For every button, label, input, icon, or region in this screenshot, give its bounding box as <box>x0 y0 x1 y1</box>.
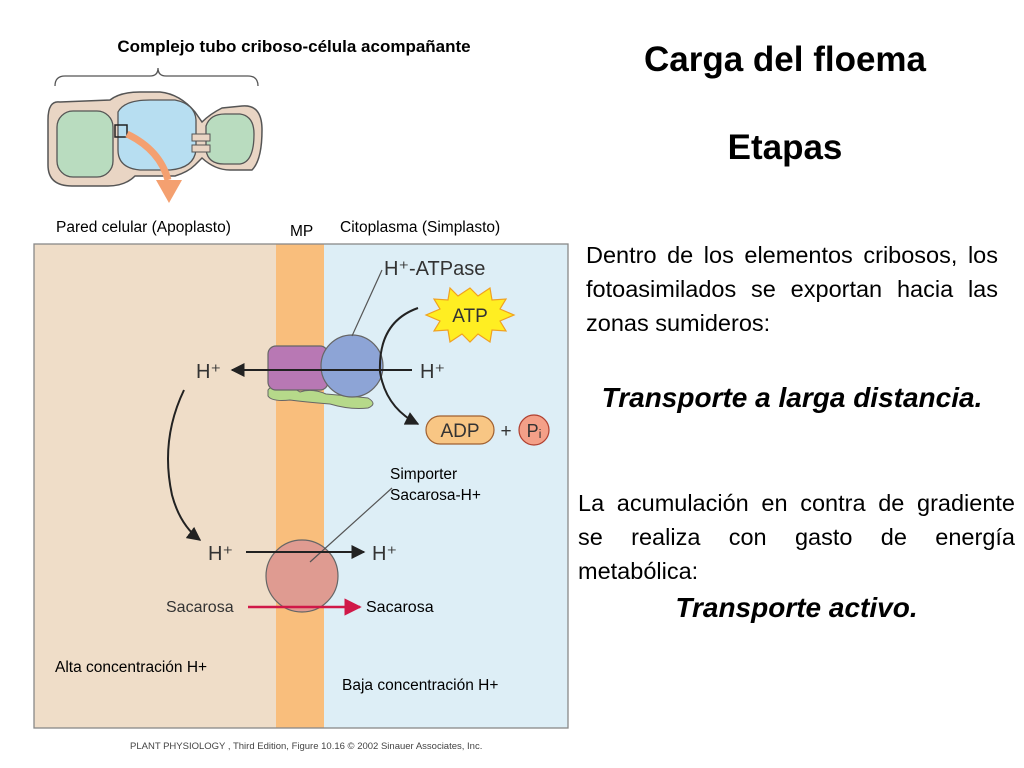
adp-pill <box>425 415 495 445</box>
label-h-inside-top: H⁺ <box>420 361 445 383</box>
label-plasma-membrane: MP <box>290 223 313 240</box>
label-sucrose-inside: Sacarosa <box>366 599 434 616</box>
label-atp: ATP <box>452 306 488 327</box>
panel-border <box>33 243 569 729</box>
complex-brace <box>54 67 259 87</box>
slide-title: Carga del floema <box>643 40 927 79</box>
label-low-concentration: Baja concentración H+ <box>342 677 498 694</box>
emphasis-active-transport: Transporte activo. <box>675 592 918 623</box>
sieve-tube-complex-icon <box>47 91 263 203</box>
label-plus: + <box>500 421 511 442</box>
label-h-atpase: H⁺-ATPase <box>384 258 485 280</box>
label-cytoplasm: Citoplasma (Simplasto) <box>340 219 500 236</box>
emphasis-long-distance: Transporte a larga distancia. <box>601 382 983 413</box>
paragraph-long-distance: Dentro de los elementos cribosos, los fo… <box>586 242 998 336</box>
sucrose-symporter-protein <box>265 539 339 613</box>
label-cell-wall: Pared celular (Apoplasto) <box>56 219 231 236</box>
label-h-inside-bottom: H⁺ <box>372 543 397 565</box>
proton-recirculation-arrow <box>167 389 202 541</box>
label-pi: Pᵢ <box>527 421 542 441</box>
plasma-membrane <box>276 244 324 728</box>
label-high-concentration: Alta concentración H+ <box>55 659 207 676</box>
apoplast-region <box>34 244 276 728</box>
phloem-loading-diagram: Complejo tubo criboso-célula acompañante… <box>33 37 569 752</box>
paragraph-active-transport: La acumulación en contra de gradiente se… <box>578 490 1015 584</box>
atp-starburst-icon <box>424 286 516 344</box>
atp-hydrolysis-arrow <box>378 307 420 425</box>
pi-circle <box>518 414 550 446</box>
atpase-pointer-line <box>351 269 383 337</box>
label-sucrose-outside: Sacarosa <box>166 599 234 616</box>
h-atpase-protein <box>267 334 384 409</box>
label-symporter-line1: Simporter <box>390 466 457 483</box>
complex-title: Complejo tubo criboso-célula acompañante <box>117 37 470 56</box>
label-adp: ADP <box>440 421 479 442</box>
figure-credit: PLANT PHYSIOLOGY , Third Edition, Figure… <box>130 741 482 752</box>
label-h-outside-top: H⁺ <box>196 361 221 383</box>
label-symporter-line2: Sacarosa-H+ <box>390 487 481 504</box>
symporter-pointer-line <box>309 487 393 563</box>
slide-subtitle: Etapas <box>727 128 843 167</box>
label-h-outside-bottom: H⁺ <box>208 543 233 565</box>
